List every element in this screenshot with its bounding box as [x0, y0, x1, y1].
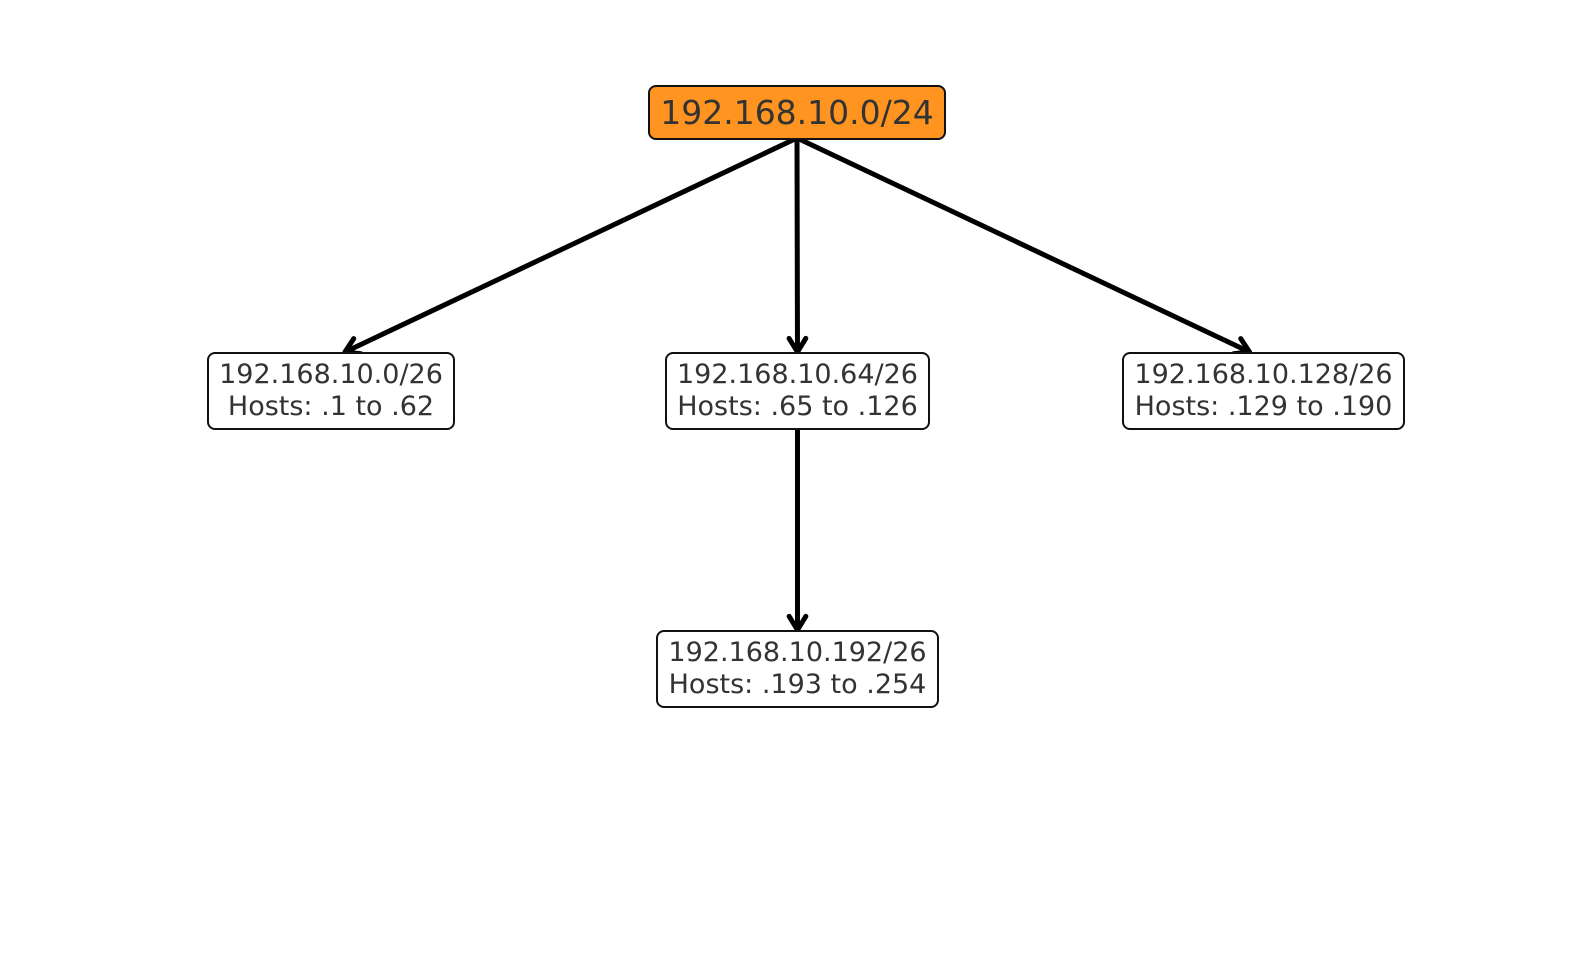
node-subnet-192: 192.168.10.192/26 Hosts: .193 to .254 — [656, 630, 939, 708]
node-subnet-64-hosts: Hosts: .65 to .126 — [677, 391, 918, 422]
node-subnet-0-hosts: Hosts: .1 to .62 — [227, 391, 435, 422]
edge-root-to-subnet_128 — [794, 135, 1253, 355]
node-subnet-128-cidr: 192.168.10.128/26 — [1134, 359, 1393, 390]
node-subnet-192-hosts: Hosts: .193 to .254 — [668, 669, 927, 700]
node-subnet-128-hosts: Hosts: .129 to .190 — [1134, 391, 1393, 422]
node-subnet-64-cidr: 192.168.10.64/26 — [677, 359, 918, 390]
node-subnet-128: 192.168.10.128/26 Hosts: .129 to .190 — [1122, 352, 1405, 430]
node-root-network: 192.168.10.0/24 — [648, 85, 946, 140]
node-subnet-0-cidr: 192.168.10.0/26 — [219, 359, 443, 390]
node-subnet-192-cidr: 192.168.10.192/26 — [668, 637, 927, 668]
node-root-cidr: 192.168.10.0/24 — [660, 92, 934, 132]
node-subnet-64: 192.168.10.64/26 Hosts: .65 to .126 — [665, 352, 930, 430]
edge-root-to-subnet_0 — [342, 135, 800, 355]
node-subnet-0: 192.168.10.0/26 Hosts: .1 to .62 — [207, 352, 455, 430]
